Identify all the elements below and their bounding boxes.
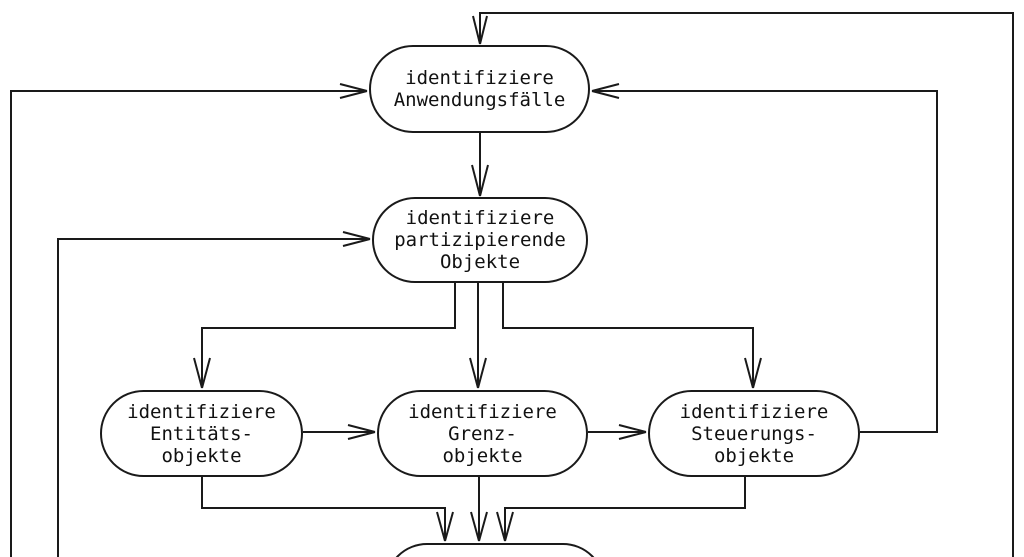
node-identifiziere-steuerungsobjekte: identifiziere Steuerungs- objekte [648, 390, 860, 477]
edge-partizipierende-to-entitaets [193, 283, 456, 389]
node-partial-bottom [385, 543, 605, 557]
edge-steuerungs-to-anwendungsfaelle [591, 83, 938, 433]
edge-loop-right-outer-to-anwendungsfaelle [472, 12, 1014, 557]
edge-partizipierende-to-steuerungs [502, 283, 762, 389]
edge-loop-left-outer-to-anwendungsfaelle [10, 83, 368, 557]
node-identifiziere-entitaetsobjekte: identifiziere Entitäts- objekte [100, 390, 303, 477]
edge-partizipierende-to-grenz [469, 283, 487, 389]
edge-anwendungsfaelle-to-partizipierende [471, 133, 489, 197]
edge-entitaets-to-grenz [303, 424, 376, 440]
edge-grenz-to-steuerungs [588, 424, 647, 440]
node-identifiziere-grenzobjekte: identifiziere Grenz- objekte [377, 390, 588, 477]
edge-steuerungs-to-bottom [496, 477, 746, 542]
node-identifiziere-anwendungsfaelle: identifiziere Anwendungsfälle [369, 45, 590, 133]
edge-grenz-to-bottom [470, 477, 488, 542]
edge-loop-left-inner-to-partizipierende [57, 231, 371, 557]
node-identifiziere-partizipierende-objekte: identifiziere partizipierende Objekte [372, 197, 588, 283]
edge-entitaets-to-bottom [201, 477, 454, 542]
